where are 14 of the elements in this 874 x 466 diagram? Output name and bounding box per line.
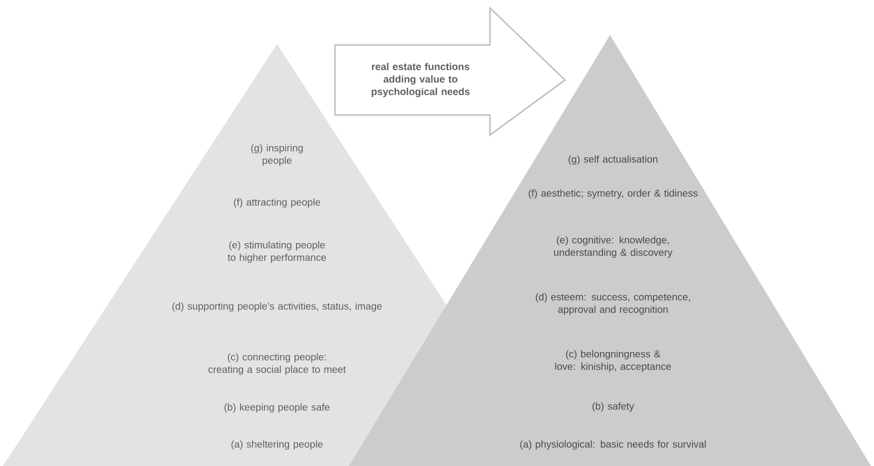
level-label: (g) self actualisation [568,155,658,165]
level-label: (f) attracting people [234,198,320,208]
level-label: (e) stimulating people to higher performance [228,241,326,263]
level-label: (f) aesthetic; symetry, order & tidiness [528,189,698,199]
level-label: (b) safety [592,402,634,412]
level-label: (g) inspiring people [251,144,303,166]
level-label: (a) physiological: basic needs for survival [520,440,706,450]
level-label: (d) supporting people’s activities, status, image [172,302,382,312]
level-label: (c) connecting people: creating a social place to meet [208,353,346,375]
level-label: (b) keeping people safe [224,403,330,413]
level-label: (c) belongningness & love: kiniship, acceptance [555,350,671,372]
level-label: (e) cognitive: knowledge, understanding & discovery [554,236,672,258]
level-label: (d) esteem: success, competence, approval and recognition [536,293,690,315]
level-label: (a) sheltering people [232,440,323,450]
